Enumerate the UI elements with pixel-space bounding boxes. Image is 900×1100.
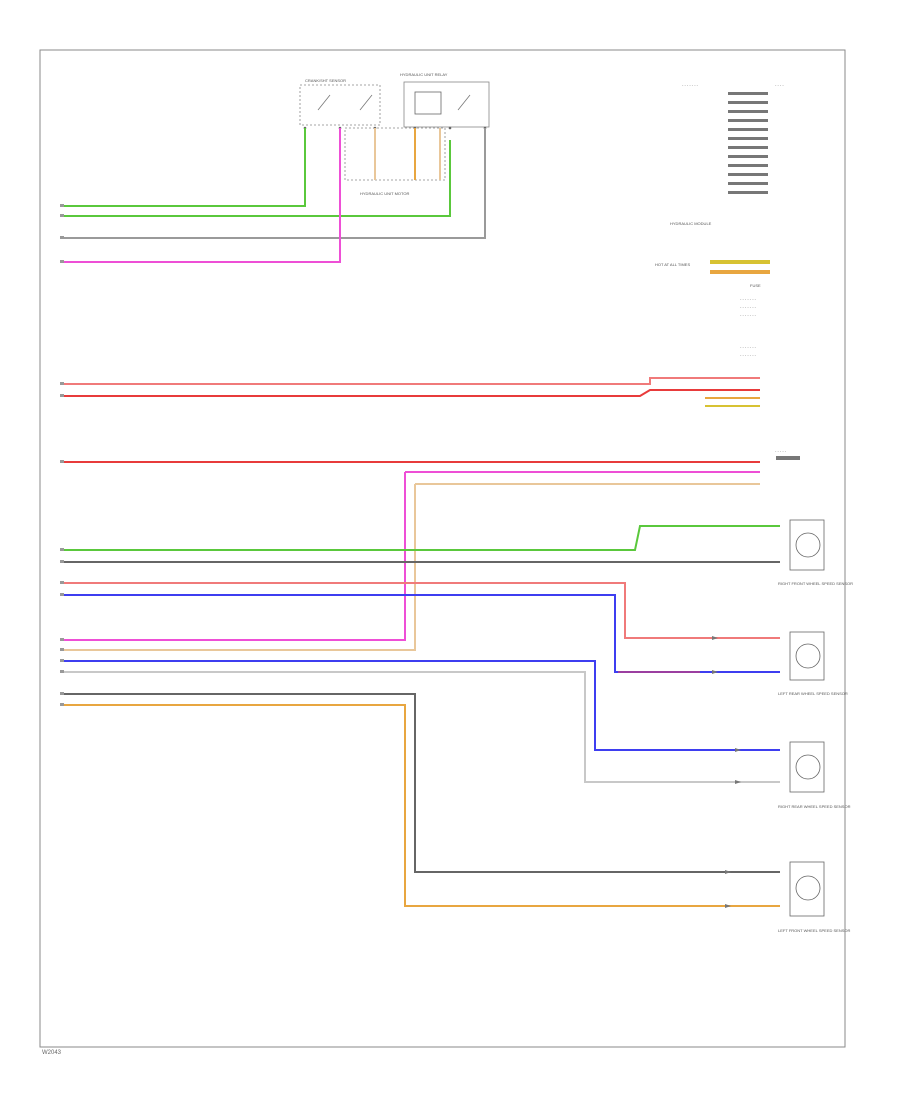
mid-upper-wires: - - - - - - - - - - - - - - bbox=[60, 344, 760, 407]
wire-top-pink bbox=[60, 128, 341, 263]
top-wires bbox=[60, 128, 486, 263]
diagram-frame bbox=[39, 49, 846, 1048]
top-components: CRANK/SHT SENSOR HYDRAULIC UNIT RELAY HY… bbox=[299, 72, 490, 196]
lf-sensor-label: LEFT FRONT WHEEL SPEED SENSOR bbox=[778, 928, 850, 933]
page-code: W2043 bbox=[42, 1050, 62, 1056]
wire-green-rf bbox=[60, 525, 780, 551]
lr-sensor-label: LEFT REAR WHEEL SPEED SENSOR bbox=[778, 691, 848, 696]
wire-tan-vert bbox=[60, 483, 760, 651]
svg-text:- - - - - - -: - - - - - - - bbox=[740, 352, 757, 357]
svg-text:- - - - - - -: - - - - - - - bbox=[740, 304, 757, 309]
wire-top-green2 bbox=[60, 140, 451, 217]
left-front-sensor: LEFT FRONT WHEEL SPEED SENSOR bbox=[778, 861, 850, 933]
right-rear-sensor: RIGHT REAR WHEEL SPEED SENSOR bbox=[778, 741, 851, 809]
svg-text:- - - - - - -: - - - - - - - bbox=[740, 296, 757, 301]
svg-text:- - - - - - -: - - - - - - - bbox=[682, 82, 699, 87]
fuse-area: HOT AT ALL TIMES FUSE - - - - - - - - - … bbox=[655, 260, 770, 317]
wire-red-main bbox=[60, 389, 760, 397]
svg-text:- - - -: - - - - bbox=[775, 82, 784, 87]
relay-label: HYDRAULIC UNIT RELAY bbox=[400, 72, 448, 77]
svg-text:- - - - - - -: - - - - - - - bbox=[740, 312, 757, 317]
wire-dark-lf bbox=[60, 693, 780, 873]
wire-lightred-lr bbox=[60, 582, 780, 639]
wire-top-gray bbox=[60, 128, 486, 239]
wire-red-light bbox=[60, 377, 760, 385]
wire-gray-rr bbox=[60, 671, 780, 783]
wire-blue-rr bbox=[60, 660, 780, 751]
fuse-block-label: HOT AT ALL TIMES bbox=[655, 262, 690, 267]
left-rear-sensor: LEFT REAR WHEEL SPEED SENSOR bbox=[778, 631, 848, 696]
wire-orange-lf bbox=[60, 704, 780, 907]
rf-sensor-label: RIGHT FRONT WHEEL SPEED SENSOR bbox=[778, 581, 853, 586]
hydraulic-unit-label: HYDRAULIC UNIT MOTOR bbox=[360, 191, 410, 196]
fuse-label: FUSE bbox=[750, 283, 761, 288]
right-front-sensor: RIGHT FRONT WHEEL SPEED SENSOR bbox=[778, 519, 853, 586]
wire-top-green bbox=[60, 128, 306, 207]
abs-module-label: HYDRAULIC MODULE bbox=[670, 221, 712, 226]
abs-module-pinout: - - - - - - - - - - - HYDRAULIC MODULE bbox=[670, 82, 784, 226]
connector-marks bbox=[712, 636, 741, 908]
svg-text:- - - - -: - - - - - bbox=[775, 448, 787, 453]
middle-wires: - - - - - bbox=[60, 448, 800, 651]
wire-pink-vert bbox=[60, 471, 760, 641]
rr-sensor-label: RIGHT REAR WHEEL SPEED SENSOR bbox=[778, 804, 851, 809]
crank-sensor-label: CRANK/SHT SENSOR bbox=[305, 78, 346, 83]
left-pin-marks bbox=[60, 204, 64, 706]
sensor-wires bbox=[60, 525, 780, 907]
svg-text:- - - - - - -: - - - - - - - bbox=[740, 344, 757, 349]
